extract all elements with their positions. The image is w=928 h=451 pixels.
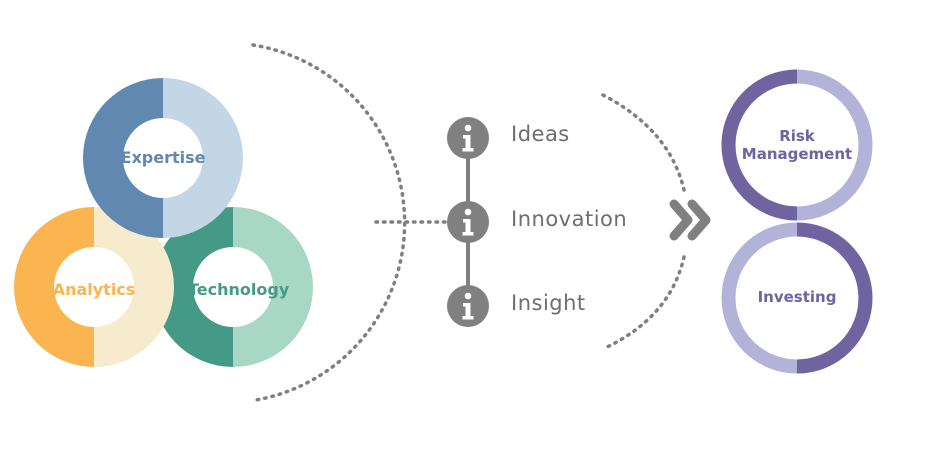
technology-ring [153,207,313,367]
risk-management-label: Risk Management [737,127,857,163]
investing-label: Investing [757,288,837,306]
analytics-label: Analytics [52,280,136,299]
info-icon [447,117,489,159]
technology-label: Technology [188,280,290,299]
step-label-ideas: Ideas [511,122,570,146]
risk-management-ring [721,69,873,221]
investing-ring [721,222,873,374]
risk-label-line2: Management [741,145,853,163]
expertise-ring [83,78,243,238]
info-icon [447,285,489,327]
double-chevron-right-icon [669,199,711,241]
analytics-ring [14,207,174,367]
right-dotted-arc-top [601,93,686,192]
info-icon [447,201,489,243]
left-dotted-arc [251,43,407,402]
expertise-label: Expertise [120,148,206,167]
risk-label-line1: Risk [779,127,815,145]
right-dotted-arc-bottom [601,255,686,351]
step-label-innovation: Innovation [511,207,628,231]
step-label-insight: Insight [511,291,586,315]
